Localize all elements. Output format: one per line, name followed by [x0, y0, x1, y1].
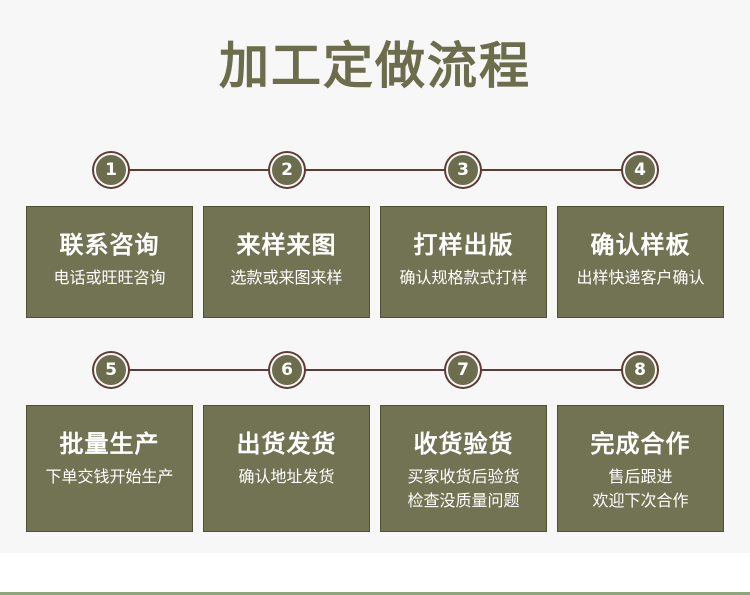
step-description: 欢迎下次合作 — [592, 491, 689, 510]
step-description: 下单交钱开始生产 — [45, 467, 174, 486]
step-number-2: 2 — [270, 153, 304, 187]
step-card-2: 来样来图 选款或来图来样 — [203, 206, 370, 318]
step-title: 联系咨询 — [59, 231, 160, 259]
step-description: 买家收货后验货 — [407, 467, 520, 486]
page-title: 加工定做流程 — [219, 37, 531, 95]
step-card-6: 出货发货 确认地址发货 — [203, 405, 370, 532]
step-description: 检查没质量问题 — [407, 491, 520, 510]
connector-line-row1 — [111, 169, 640, 171]
step-description: 确认地址发货 — [238, 467, 335, 486]
step-title: 确认样板 — [590, 231, 691, 259]
step-card-8: 完成合作 售后跟进 欢迎下次合作 — [557, 405, 724, 532]
step-title: 打样出版 — [413, 231, 514, 259]
step-title: 批量生产 — [59, 430, 160, 458]
step-number-7: 7 — [446, 353, 480, 387]
step-title: 收货验货 — [413, 430, 514, 458]
step-title: 出货发货 — [236, 430, 337, 458]
step-card-7: 收货验货 买家收货后验货 检查没质量问题 — [380, 405, 547, 532]
step-description: 出样快递客户确认 — [576, 268, 705, 287]
connector-line-row2 — [111, 369, 640, 371]
step-title: 来样来图 — [236, 231, 337, 259]
step-description: 售后跟进 — [608, 467, 673, 486]
step-number-4: 4 — [623, 153, 657, 187]
step-card-3: 打样出版 确认规格款式打样 — [380, 206, 547, 318]
step-number-6: 6 — [270, 353, 304, 387]
step-description: 选款或来图来样 — [230, 268, 343, 287]
step-description: 确认规格款式打样 — [399, 268, 528, 287]
step-number-3: 3 — [446, 153, 480, 187]
bottom-divider — [0, 592, 750, 595]
step-title: 完成合作 — [590, 430, 691, 458]
step-description: 电话或旺旺咨询 — [53, 268, 166, 287]
step-card-5: 批量生产 下单交钱开始生产 — [26, 405, 193, 532]
step-number-8: 8 — [623, 353, 657, 387]
step-card-1: 联系咨询 电话或旺旺咨询 — [26, 206, 193, 318]
step-number-5: 5 — [94, 353, 128, 387]
step-card-4: 确认样板 出样快递客户确认 — [557, 206, 724, 318]
step-number-1: 1 — [94, 153, 128, 187]
